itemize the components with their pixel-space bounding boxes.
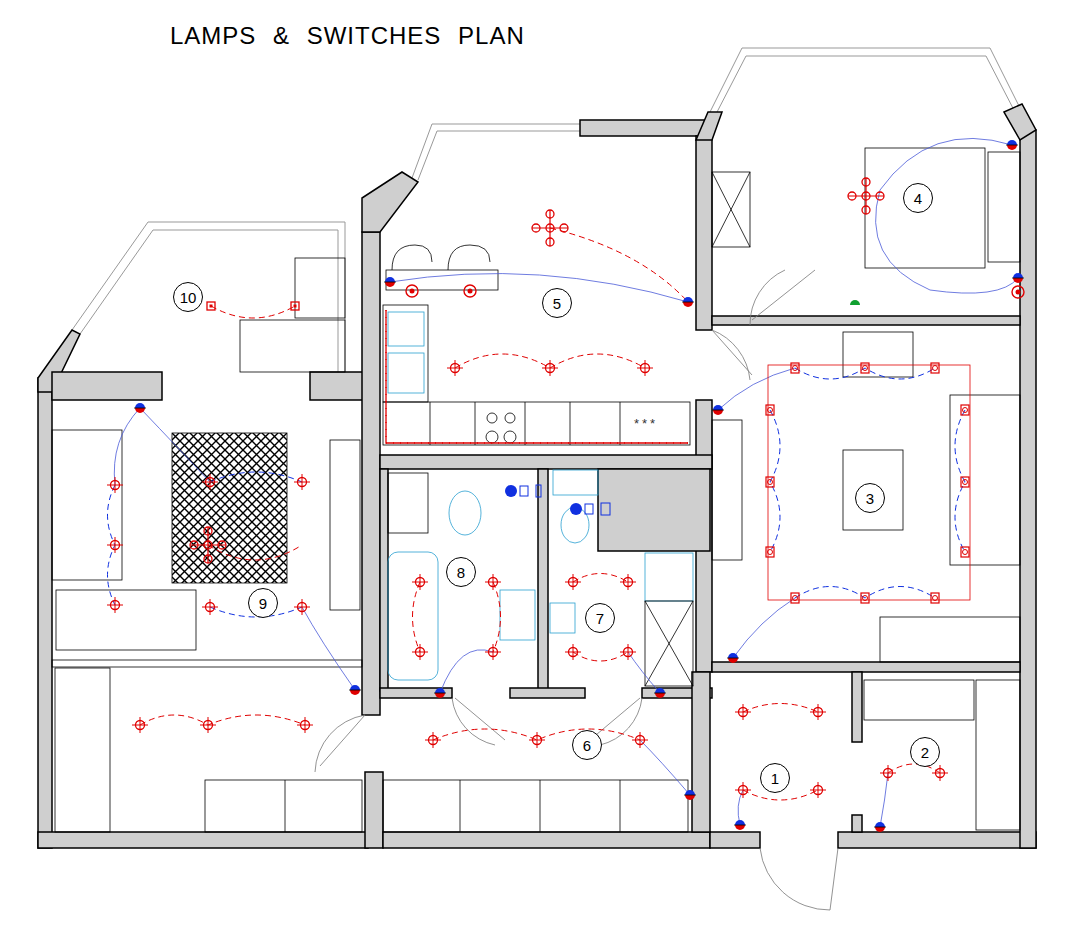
pendant-lamp <box>1012 286 1024 298</box>
room-number-text: 7 <box>596 611 604 626</box>
ceiling-lamp <box>632 732 648 748</box>
room-number-text: 4 <box>914 191 922 206</box>
spot-lamp <box>766 405 774 415</box>
spot-lamp <box>791 593 799 603</box>
room-number-text: 3 <box>866 491 874 506</box>
spot-lamp <box>931 593 939 603</box>
switch <box>682 297 694 307</box>
ceiling-lamp <box>565 644 581 660</box>
switch <box>1006 140 1018 150</box>
room-number-text: 1 <box>771 771 779 786</box>
ceiling-lamp <box>932 765 948 781</box>
switch <box>734 820 746 830</box>
spot-lamp <box>931 363 939 373</box>
switch <box>684 790 696 800</box>
switch <box>874 822 886 832</box>
counter-light-strip <box>386 310 970 600</box>
pendant-lamp <box>406 285 418 297</box>
switch-wire <box>114 138 1018 827</box>
ceiling-lamp <box>565 574 581 590</box>
switch <box>712 405 724 415</box>
chandelier <box>848 178 884 214</box>
spot-lamp <box>766 547 774 557</box>
ceiling-lamp <box>200 717 216 733</box>
switch-symbols <box>134 140 1024 832</box>
spot-lamp <box>861 593 869 603</box>
switch <box>349 685 361 695</box>
room-number-text: 8 <box>457 565 465 580</box>
ceiling-lamp <box>529 732 545 748</box>
room-number: 2 <box>910 737 940 767</box>
ceiling-lamp <box>107 537 123 553</box>
ceiling-lamp <box>202 474 218 490</box>
pendant-lamp <box>464 285 476 297</box>
wall <box>38 104 1036 848</box>
ceiling-lamp <box>107 597 123 613</box>
ceiling-lamp <box>202 599 218 615</box>
ceiling-lamp <box>297 717 313 733</box>
room-number-text: 6 <box>583 738 591 753</box>
room-number: 10 <box>173 282 203 312</box>
room-number: 4 <box>903 183 933 213</box>
spot-lamp <box>766 477 774 487</box>
ceiling-lamp <box>620 644 636 660</box>
room-number: 5 <box>542 288 572 318</box>
lamp-wire <box>140 228 940 800</box>
room-number: 9 <box>248 588 278 618</box>
switch <box>434 688 446 698</box>
room-number-text: 2 <box>921 745 929 760</box>
switch <box>654 688 666 698</box>
lamp-wire <box>108 368 966 617</box>
spot-lamp <box>961 477 969 487</box>
ceiling-lamp <box>485 574 501 590</box>
ceiling-lamp <box>637 360 653 376</box>
ceiling-lamp <box>542 360 558 376</box>
ceiling-lamp <box>735 782 751 798</box>
furniture <box>52 148 1020 832</box>
room-number: 6 <box>572 730 602 760</box>
ceiling-lamp <box>107 477 123 493</box>
spot-lamp <box>961 405 969 415</box>
ceiling-lamp <box>447 360 463 376</box>
switch <box>384 277 396 287</box>
ceiling-lamp <box>132 717 148 733</box>
vent-fan <box>505 485 610 515</box>
room-number-text: 10 <box>180 290 197 305</box>
plan-title: LAMPS & SWITCHES PLAN <box>170 22 525 50</box>
spot-lamp <box>861 363 869 373</box>
ceiling-lamp <box>810 704 826 720</box>
wall-lamp <box>207 302 215 310</box>
ceiling-lamp <box>620 574 636 590</box>
room-number: 1 <box>760 763 790 793</box>
ceiling-lamp <box>294 474 310 490</box>
room-number: 7 <box>585 603 615 633</box>
room-number: 3 <box>855 483 885 513</box>
chandelier <box>532 210 568 246</box>
ceiling-lamp <box>735 704 751 720</box>
switch <box>1012 273 1024 283</box>
ceiling-lamp <box>425 732 441 748</box>
room-number-text: 9 <box>259 596 267 611</box>
switch <box>850 300 860 305</box>
ceiling-lamp <box>294 599 310 615</box>
spot-lamp <box>961 547 969 557</box>
switch <box>134 403 146 413</box>
ceiling-lamp <box>880 765 896 781</box>
ceiling-lamp <box>412 574 428 590</box>
door-swing <box>315 270 838 910</box>
wall-lamp <box>291 302 299 310</box>
room-number: 8 <box>446 557 476 587</box>
ceiling-lamp <box>485 644 501 660</box>
ceiling-lamp <box>810 782 826 798</box>
ceiling-lamp <box>412 644 428 660</box>
stove-label: *** <box>634 416 658 431</box>
lamp-symbols <box>107 178 1024 798</box>
balcony-outline <box>72 48 1022 378</box>
spot-lamp <box>791 363 799 373</box>
room-number-text: 5 <box>553 296 561 311</box>
chandelier <box>190 527 226 563</box>
switch <box>727 653 739 663</box>
